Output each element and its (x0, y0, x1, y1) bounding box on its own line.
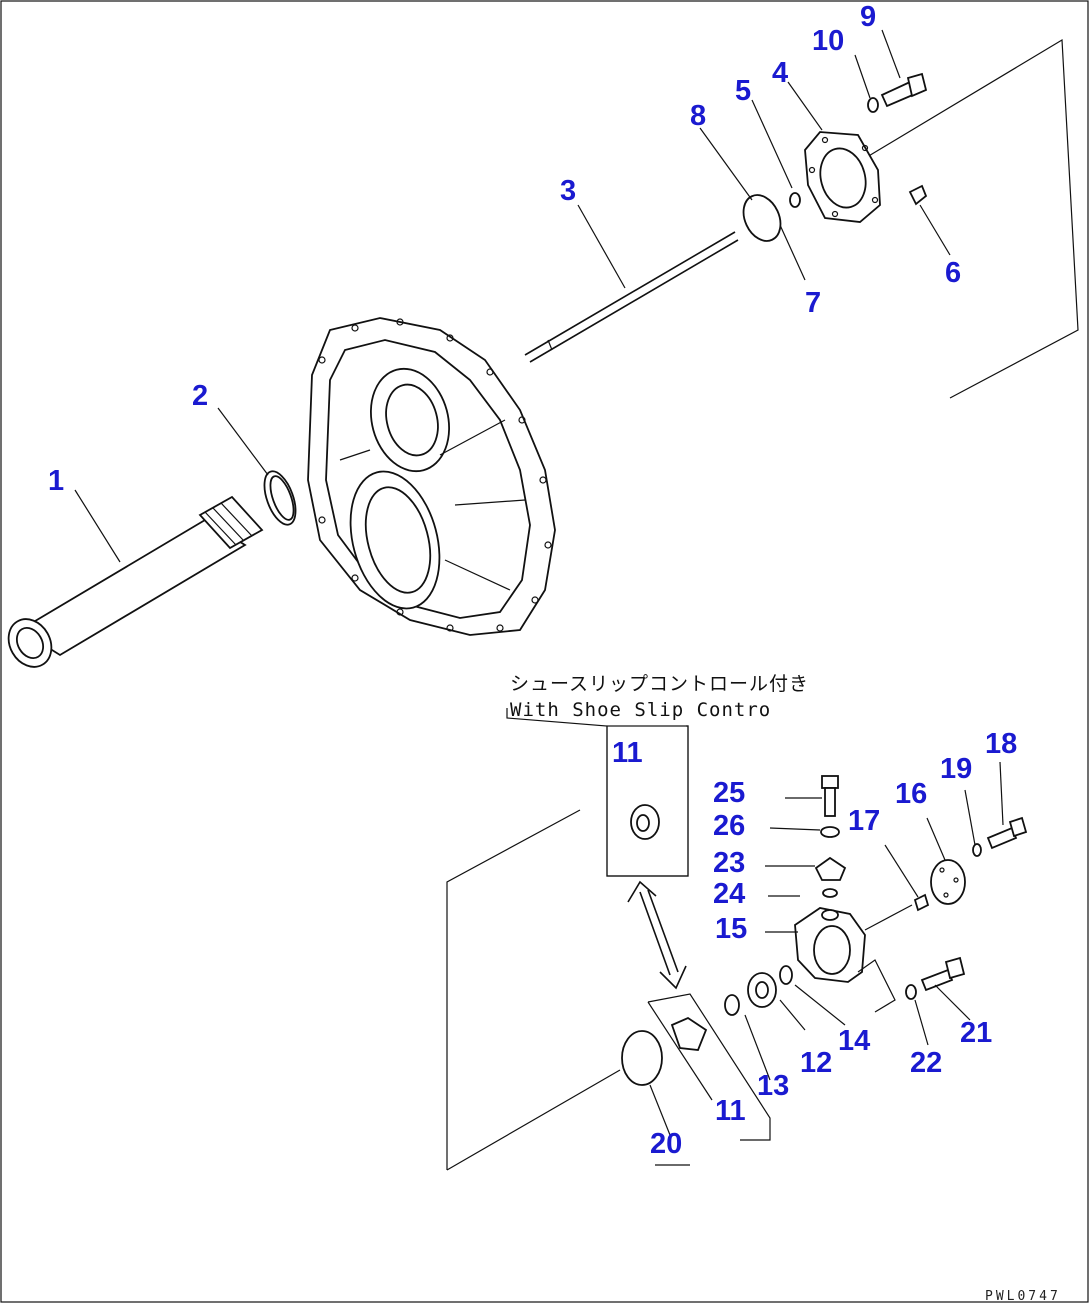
part-8-o-ring (742, 194, 782, 242)
callout-16: 16 (895, 778, 927, 810)
callout-13: 13 (757, 1070, 789, 1102)
callout-12: 12 (800, 1047, 832, 1079)
callout-7: 7 (805, 287, 821, 319)
callout-18: 18 (985, 728, 1017, 760)
leader-lines-upper (74, 29, 951, 563)
callout-2: 2 (192, 380, 208, 412)
callout-23: 23 (713, 847, 745, 879)
part-3-pin (524, 231, 739, 363)
callout-4: 4 (772, 57, 788, 89)
part-17-pin (913, 893, 930, 912)
part-19-washer (972, 843, 982, 857)
callout-25: 25 (713, 777, 745, 809)
callout-11-lower: 11 (715, 1095, 746, 1127)
interchange-arrow (627, 880, 687, 990)
callout-15: 15 (715, 913, 747, 945)
callout-14: 14 (838, 1025, 870, 1057)
housing-bolt-holes (318, 318, 552, 632)
callout-11-upper: 11 (612, 737, 643, 769)
callout-3: 3 (560, 175, 576, 207)
drawing-code: PWL0747 (985, 1289, 1061, 1304)
callout-6: 6 (945, 257, 961, 289)
callout-17: 17 (848, 805, 880, 837)
callout-22: 22 (910, 1047, 942, 1079)
callout-24: 24 (713, 878, 745, 910)
part-12-bushing (747, 972, 777, 1008)
part-9-bolt (880, 72, 928, 108)
lower-reference-plane (446, 809, 621, 1171)
option-detail-box (506, 708, 689, 877)
part-11-frame (647, 993, 771, 1141)
callout-26: 26 (713, 810, 745, 842)
part-20-o-ring (621, 1030, 663, 1086)
part-18-bolt (986, 816, 1028, 850)
part-2-snap-ring (263, 470, 297, 526)
callout-10: 10 (812, 25, 844, 57)
part-14-seal (779, 965, 793, 985)
part-13-snap-ring (724, 994, 740, 1016)
callout-21: 21 (960, 1017, 992, 1049)
part-25-bolt (821, 775, 839, 817)
part-6-plug (908, 184, 928, 206)
callout-labels: 1 2 3 4 5 6 7 8 9 10 11 11 12 13 14 15 1… (48, 1, 1017, 1160)
option-note-en: With Shoe Slip Contro (510, 699, 771, 721)
leader-lines-lower (649, 761, 1004, 1136)
part-21-bolt (920, 956, 966, 992)
part-1-shaft (7, 495, 264, 668)
part-24-o-ring (822, 888, 838, 898)
part-10-washer (867, 97, 879, 113)
callout-8: 8 (690, 100, 706, 132)
main-housing (307, 317, 556, 636)
lower-connector (857, 904, 913, 1013)
part-26-washer (820, 826, 840, 838)
callout-20: 20 (650, 1128, 682, 1160)
callout-1: 1 (48, 465, 64, 497)
part-23-cap (814, 856, 847, 881)
upper-reference-plane (861, 38, 1079, 399)
part-22-washer (905, 984, 917, 1000)
part-11-rotor (670, 1016, 708, 1051)
part-5-plug (789, 192, 801, 208)
part-16-plate (930, 859, 966, 905)
part-15-valve-body (794, 907, 866, 983)
callout-9: 9 (860, 1, 876, 33)
callout-19: 19 (940, 753, 972, 785)
callout-5: 5 (735, 75, 751, 107)
option-note-jp: シュースリップコントロール付き (510, 673, 809, 695)
part-4-cover (804, 131, 881, 223)
